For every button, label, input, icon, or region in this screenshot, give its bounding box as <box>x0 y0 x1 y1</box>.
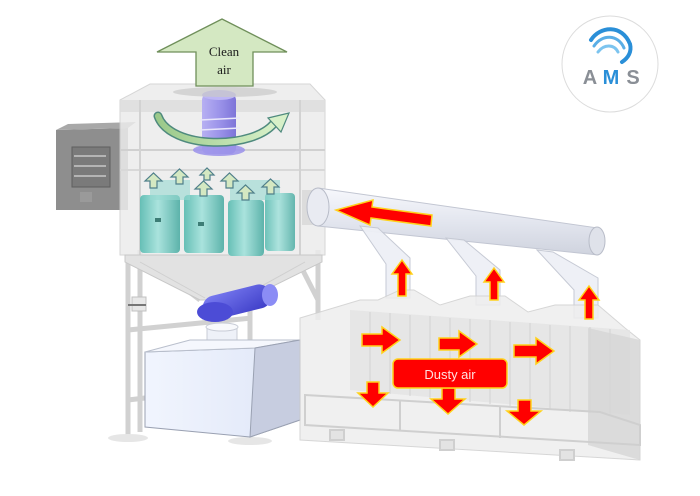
main-duct <box>302 187 606 256</box>
control-panel <box>56 122 136 210</box>
up-arrow <box>482 266 506 301</box>
right-arrow <box>513 336 556 366</box>
work-tables <box>304 393 641 461</box>
right-arrow <box>361 325 402 355</box>
dust-bin <box>144 339 301 438</box>
filter-arrow <box>193 180 214 197</box>
wall-bracket <box>128 296 147 312</box>
clean-air-text-line1: Clean <box>209 44 240 59</box>
up-arrow <box>390 258 414 297</box>
clean-air-filter-arrows <box>143 167 281 201</box>
logo-letter-m: M <box>603 67 620 89</box>
down-arrow <box>429 387 467 416</box>
filter-arrow <box>235 184 256 201</box>
branch-up-arrows <box>390 258 601 320</box>
down-arrow <box>356 381 390 409</box>
hood-down-arrows <box>356 381 544 426</box>
duct-flow-arrow <box>333 198 433 227</box>
filter-arrow <box>260 178 281 195</box>
outlet-rim <box>173 87 277 97</box>
logo-letter-s: S <box>626 67 639 89</box>
frame-feet <box>108 434 272 445</box>
hood-right-arrows <box>361 325 556 366</box>
dusty-air-text: Dusty air <box>424 367 476 382</box>
right-arrow <box>438 329 479 359</box>
filter-arrow <box>198 167 216 181</box>
down-arrow <box>504 399 544 426</box>
clean-air-arrow: Clean air <box>156 18 288 87</box>
logo-letter-a: A <box>583 67 597 89</box>
dusty-air-label: Dusty air <box>392 358 508 389</box>
up-arrow <box>577 284 601 320</box>
filter-cartridges <box>140 180 295 256</box>
filter-arrow <box>143 172 164 189</box>
signal-waves-icon <box>589 27 633 64</box>
filter-arrow <box>169 168 190 185</box>
ams-logo: A M S <box>561 15 659 113</box>
filter-arrow <box>219 172 240 189</box>
rotary-valve <box>197 284 278 322</box>
clean-air-swirl-arrow <box>153 111 291 147</box>
clean-air-text-line2: air <box>217 62 231 77</box>
